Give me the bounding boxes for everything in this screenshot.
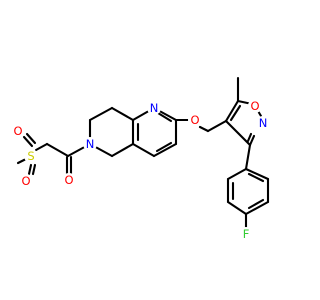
bond-lines xyxy=(16,76,270,230)
bond xyxy=(224,119,252,147)
isoxazole-nitrogen-label: N xyxy=(259,116,268,130)
sulfonyl-oxygen-upper-atom: O xyxy=(11,124,25,138)
bond xyxy=(198,125,210,133)
bond xyxy=(244,167,270,181)
carbonyl-oxygen-label: O xyxy=(64,173,73,187)
bond xyxy=(244,200,270,216)
sulfonyl-oxygen-lower-atom: O xyxy=(19,174,33,188)
sulfonyl-sulfur-atom: S xyxy=(24,149,38,163)
bond xyxy=(247,172,265,183)
bond xyxy=(25,132,37,145)
sulfonyl-oxygen-lower-label: O xyxy=(21,174,30,188)
bond xyxy=(224,99,240,123)
bond xyxy=(31,163,37,176)
bond xyxy=(156,111,173,123)
bond xyxy=(110,106,135,122)
bond xyxy=(45,142,70,158)
bond xyxy=(246,132,253,143)
bond xyxy=(16,157,28,165)
bond xyxy=(229,104,242,122)
ether-oxygen-label: O xyxy=(190,113,199,127)
bond xyxy=(226,200,248,216)
bond xyxy=(22,135,34,148)
sulfonyl-oxygen-upper-label: O xyxy=(13,124,22,138)
isoxazole-oxygen-atom: O xyxy=(248,99,262,113)
fluorine-label: F xyxy=(243,227,250,241)
bond xyxy=(88,106,114,122)
isoxazole-nitrogen-atom: N xyxy=(256,116,270,130)
atom-labels: N O S O O N O O xyxy=(11,99,270,241)
ether-oxygen-atom: O xyxy=(188,113,202,127)
molecule-structure-diagram: N O S O O N O O xyxy=(11,76,270,241)
bond xyxy=(248,134,256,147)
bond xyxy=(206,119,228,133)
isoxazole-oxygen-label: O xyxy=(250,99,259,113)
pyridine-nitrogen-atom: N xyxy=(147,101,161,115)
bond xyxy=(131,142,156,158)
bond xyxy=(247,198,265,210)
carbonyl-oxygen-atom: O xyxy=(62,173,76,187)
pyridine-nitrogen-label: N xyxy=(150,101,159,115)
sulfonyl-sulfur-label: S xyxy=(27,149,34,163)
bond xyxy=(34,142,49,152)
bond xyxy=(27,163,33,176)
fluorine-atom: F xyxy=(239,227,253,241)
bond xyxy=(155,141,173,153)
pip-nitrogen-label: N xyxy=(86,137,95,151)
pip-nitrogen-atom: N xyxy=(83,137,97,151)
bond xyxy=(110,142,135,158)
bond xyxy=(152,142,178,158)
bond xyxy=(244,143,252,171)
bond xyxy=(226,167,248,181)
